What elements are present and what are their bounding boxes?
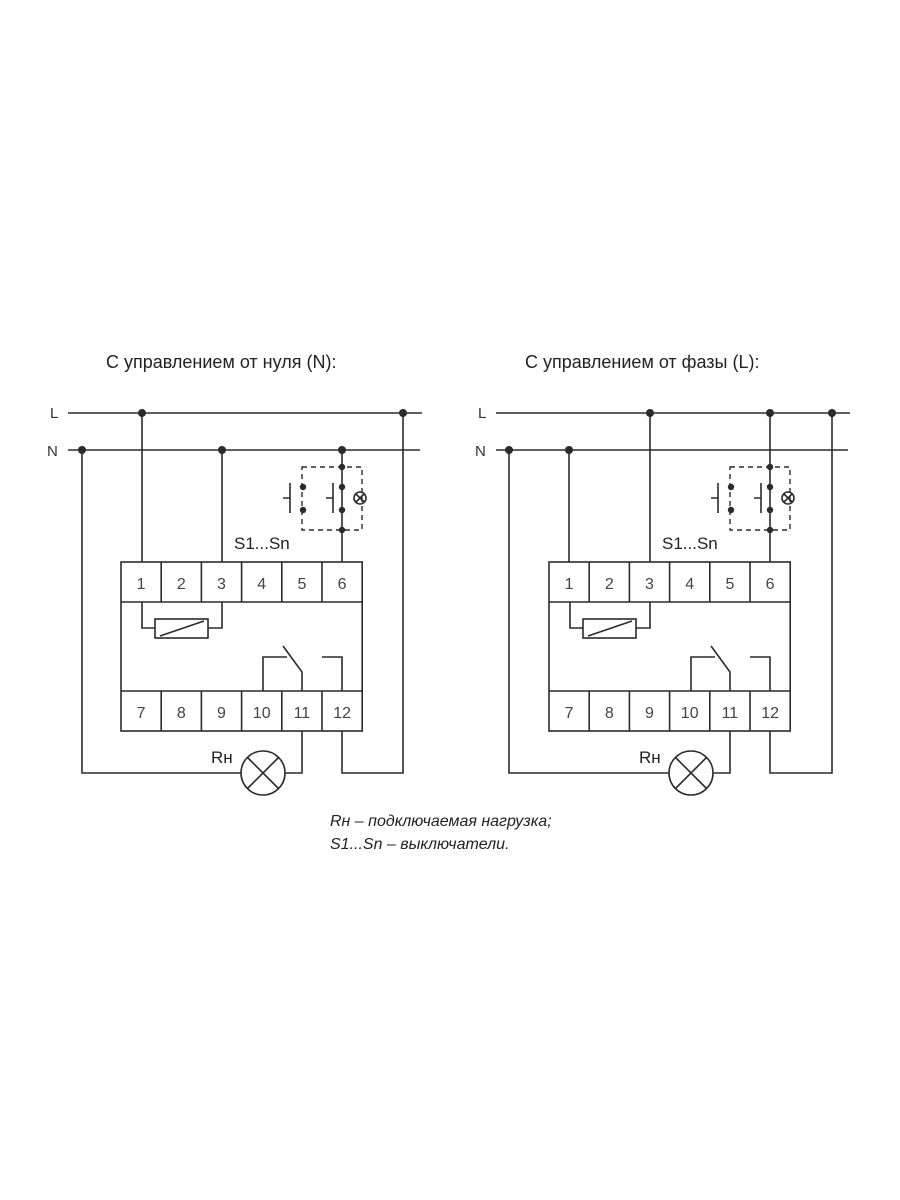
bus-label-l: L <box>50 405 58 422</box>
relay-coil-icon <box>154 618 209 639</box>
relay-coil-slash <box>159 620 205 637</box>
switch-contact-dot <box>338 483 346 491</box>
indicator-lamp-icon <box>353 491 367 505</box>
diagram-title-n: С управлением от нуля (N): <box>106 352 336 372</box>
switches-label: S1...Sn <box>234 534 290 553</box>
junction-dot <box>78 446 86 454</box>
terminal-4: 4 <box>257 576 266 593</box>
terminal-7: 7 <box>565 705 574 722</box>
load-label: Rн <box>639 748 661 767</box>
load-lamp-cross <box>246 756 280 790</box>
push-button-icon <box>283 483 291 513</box>
terminal-12: 12 <box>333 705 351 722</box>
terminal-3: 3 <box>217 576 226 593</box>
switch-contact-dot <box>727 506 735 514</box>
wire-terminal12-to-l <box>341 413 404 774</box>
coil-leads <box>569 602 651 629</box>
legend-load: Rн – подключаемая нагрузка; <box>330 813 552 830</box>
push-button-icon <box>326 483 334 513</box>
terminal-6: 6 <box>338 576 347 593</box>
junction-dot <box>505 446 513 454</box>
switch-contact-dot <box>338 506 346 514</box>
bus-label-l: L <box>478 405 486 422</box>
terminal-1: 1 <box>137 576 146 593</box>
switch-contact-dot <box>766 506 774 514</box>
terminal-8: 8 <box>605 705 614 722</box>
terminal-8: 8 <box>177 705 186 722</box>
terminal-11: 11 <box>294 705 311 722</box>
load-label: Rн <box>211 748 233 767</box>
contact-switch-icon <box>710 645 731 691</box>
terminal-1: 1 <box>565 576 574 593</box>
switch-contact-dot <box>727 483 735 491</box>
junction-dot <box>338 446 346 454</box>
indicator-lamp-icon <box>781 491 795 505</box>
coil-leads <box>141 602 223 629</box>
wire-terminal11-to-load <box>285 731 303 774</box>
junction-dot <box>218 446 226 454</box>
switch-contact-dot <box>338 463 346 471</box>
relay-coil-icon <box>582 618 637 639</box>
terminal-2: 2 <box>177 576 186 593</box>
terminal-row-divider <box>121 601 363 692</box>
terminal-7: 7 <box>137 705 146 722</box>
bus-label-n: N <box>475 443 486 460</box>
junction-dot <box>399 409 407 417</box>
switch-contact-dot <box>338 526 346 534</box>
terminal-10: 10 <box>253 705 271 722</box>
terminal-row-divider <box>549 601 791 692</box>
indicator-lamp-cross <box>355 493 365 503</box>
terminal-9: 9 <box>645 705 654 722</box>
wire-load-to-n <box>81 450 241 774</box>
switches-group-box <box>301 466 363 531</box>
terminal-5: 5 <box>725 576 734 593</box>
terminal-2: 2 <box>605 576 614 593</box>
switch-contact-dot <box>299 483 307 491</box>
wire-terminal11-to-load <box>713 731 731 774</box>
switch-contact-dot <box>299 506 307 514</box>
terminal-4: 4 <box>685 576 694 593</box>
terminal-5: 5 <box>297 576 306 593</box>
junction-dot <box>766 409 774 417</box>
load-lamp-icon <box>240 750 286 796</box>
contact-no <box>322 656 343 691</box>
wire-load-to-n <box>508 450 669 774</box>
terminal-6: 6 <box>766 576 775 593</box>
contact-no <box>750 656 771 691</box>
switches-group-box <box>729 466 791 531</box>
switch-contact-dot <box>766 526 774 534</box>
terminal-11: 11 <box>722 705 739 722</box>
switch-contact-dot <box>766 463 774 471</box>
junction-dot <box>565 446 573 454</box>
terminal-9: 9 <box>217 705 226 722</box>
junction-dot <box>138 409 146 417</box>
push-button-icon <box>711 483 719 513</box>
switches-label: S1...Sn <box>662 534 718 553</box>
switch-contact-dot <box>766 483 774 491</box>
terminal-12: 12 <box>761 705 779 722</box>
indicator-lamp-cross <box>783 493 793 503</box>
terminal-3: 3 <box>645 576 654 593</box>
contact-nc <box>690 656 715 691</box>
junction-dot <box>828 409 836 417</box>
contact-nc <box>262 656 287 691</box>
legend-switches: S1...Sn – выключатели. <box>330 836 510 853</box>
wire-terminal12-to-l <box>769 413 833 774</box>
load-lamp-cross <box>674 756 708 790</box>
junction-dot <box>646 409 654 417</box>
load-lamp-icon <box>668 750 714 796</box>
relay-coil-slash <box>587 620 633 637</box>
push-button-icon <box>754 483 762 513</box>
contact-switch-icon <box>282 645 303 691</box>
diagram-title-l: С управлением от фазы (L): <box>525 352 759 372</box>
bus-label-n: N <box>47 443 58 460</box>
terminal-10: 10 <box>681 705 699 722</box>
